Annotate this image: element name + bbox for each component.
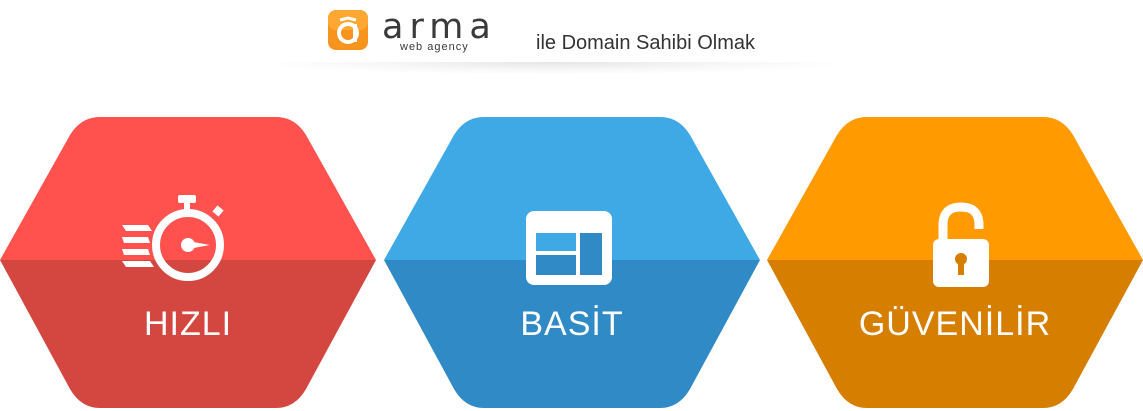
header-tagline: ile Domain Sahibi Olmak <box>536 32 755 54</box>
brand-subtitle: web agency <box>400 41 469 53</box>
arma-logo-icon <box>326 8 370 52</box>
feature-card-hizli: HIZLI <box>0 117 376 408</box>
hexagon-shape-red <box>0 117 376 408</box>
feature-label-hizli: HIZLI <box>143 305 233 343</box>
hexagon-shape-blue <box>384 117 760 408</box>
hexagon-shape-orange <box>767 117 1143 408</box>
header: arma web agency ile Domain Sahibi Olmak <box>270 4 840 74</box>
brand-name: arma <box>382 7 497 47</box>
feature-label-guvenilir: GÜVENİLİR <box>858 305 1052 343</box>
feature-label-basit: BASİT <box>520 305 624 343</box>
feature-card-guvenilir: GÜVENİLİR <box>767 117 1143 408</box>
feature-card-basit: BASİT <box>384 117 760 408</box>
header-divider <box>270 62 840 74</box>
